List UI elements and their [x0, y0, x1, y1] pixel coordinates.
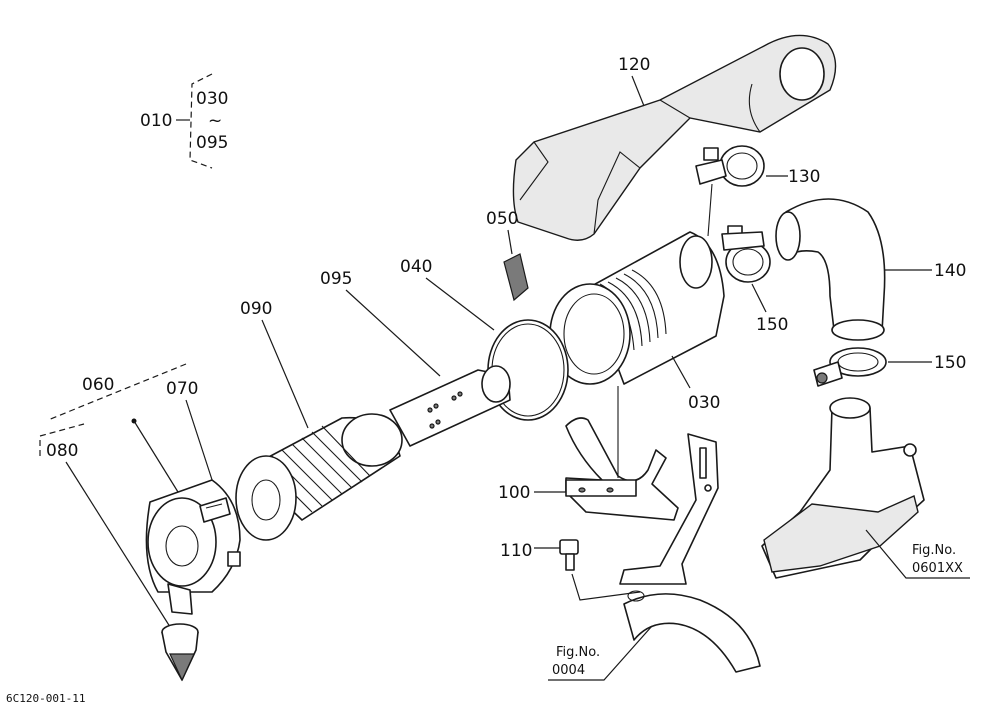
callout-150-lower: 150 — [934, 353, 966, 373]
ref-bottom-line1: Fig.No. — [556, 645, 600, 660]
callout-110: 110 — [500, 541, 532, 561]
hose-clamp-150-lower — [813, 347, 887, 387]
assembly-line-bolt — [571, 573, 641, 601]
assembly-range-group: 010 030 ~ 095 — [140, 73, 228, 169]
ref-right-line2: 0601XX — [912, 561, 963, 576]
label-tag-050 — [503, 253, 529, 302]
callout-060: 060 — [82, 375, 114, 395]
drawing-code: 6C120-001-11 — [6, 692, 85, 705]
air-cleaner-body-030 — [549, 231, 725, 385]
range-start-label: 030 — [196, 89, 228, 109]
callout-040: 040 — [400, 257, 432, 277]
leader-095 — [345, 289, 441, 377]
callout-095: 095 — [320, 269, 352, 289]
ref-right-line1: Fig.No. — [912, 543, 956, 558]
valve-bracket-080 — [39, 423, 85, 456]
band-bracket-100 — [565, 417, 679, 521]
leader-ref-bottom — [548, 625, 653, 681]
leader-150-upper — [751, 283, 767, 313]
hose-clamp-150-upper — [721, 225, 771, 283]
ref-bottom-line2: 0004 — [552, 663, 585, 678]
callout-140: 140 — [934, 261, 966, 281]
leader-050 — [507, 229, 513, 255]
callout-150-upper: 150 — [756, 315, 788, 335]
clip-070 — [199, 497, 231, 523]
filter-element-090 — [235, 413, 403, 541]
leader-080 — [65, 461, 173, 631]
leader-090 — [261, 319, 309, 429]
engine-housing — [623, 590, 761, 673]
assembly-bracket — [189, 73, 213, 169]
callout-080: 080 — [46, 441, 78, 461]
range-end-label: 095 — [196, 133, 228, 153]
mounting-stay — [619, 433, 719, 585]
range-tilde: ~ — [208, 111, 222, 131]
dust-valve-080 — [161, 623, 199, 682]
safety-element-095 — [389, 365, 511, 447]
callout-100: 100 — [498, 483, 530, 503]
intake-manifold — [761, 397, 925, 579]
callout-010: 010 — [140, 111, 172, 131]
callout-090: 090 — [240, 299, 272, 319]
leader-070 — [185, 399, 217, 493]
bolt-110 — [559, 539, 579, 571]
hose-clamp-130 — [695, 145, 765, 237]
cover-060 — [145, 479, 241, 615]
elbow-hose-140 — [775, 198, 886, 341]
leader-120 — [631, 75, 645, 107]
callout-030: 030 — [688, 393, 720, 413]
leader-060 — [133, 420, 179, 493]
leader-ref-right — [865, 529, 970, 579]
cover-bracket-060 — [47, 363, 187, 421]
callout-070: 070 — [166, 379, 198, 399]
intake-duct-120 — [512, 34, 837, 241]
callout-130: 130 — [788, 167, 820, 187]
leader-040 — [425, 277, 495, 331]
leader-030 — [671, 355, 691, 389]
callout-120: 120 — [618, 55, 650, 75]
callout-050: 050 — [486, 209, 518, 229]
